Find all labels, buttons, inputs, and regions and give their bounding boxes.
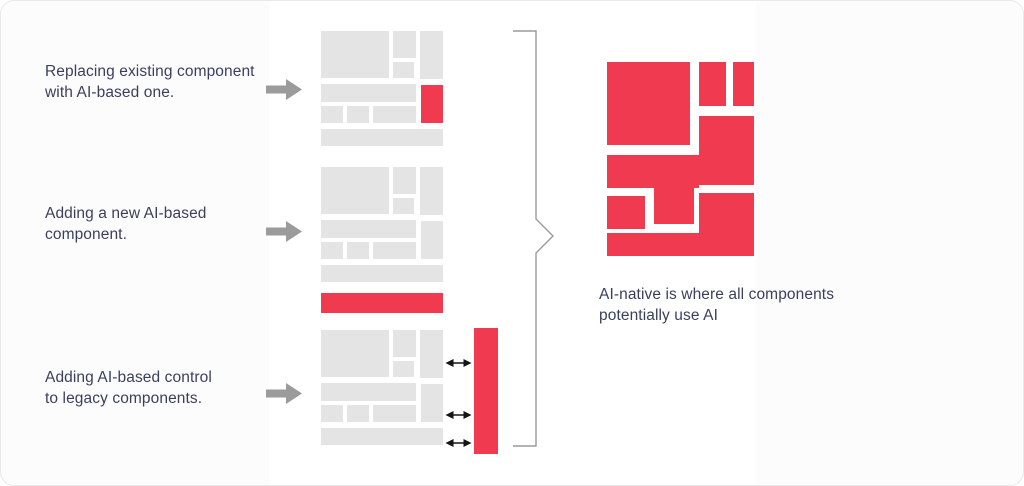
right-arrow-icon bbox=[266, 79, 302, 100]
brace-icon bbox=[513, 30, 554, 447]
wireframe-block bbox=[321, 242, 343, 259]
wireframe-block bbox=[393, 198, 414, 214]
mosaic-block bbox=[699, 116, 754, 185]
caption-line: potentially use AI bbox=[599, 307, 718, 324]
ai-replaced-block bbox=[421, 85, 443, 123]
annotation-line: Adding AI-based control bbox=[45, 369, 212, 386]
wireframe-hero-block bbox=[321, 167, 389, 214]
annotation-line: Replacing existing component bbox=[45, 63, 255, 80]
annotation-line: with AI-based one. bbox=[45, 83, 175, 101]
right-arrow-icon bbox=[266, 221, 302, 242]
mosaic-block bbox=[699, 62, 726, 106]
ai-new-component-bar bbox=[321, 293, 443, 313]
wireframe-block bbox=[393, 361, 414, 377]
wireframe-block bbox=[347, 242, 369, 259]
wireframe-block bbox=[420, 31, 443, 79]
annotation-adding-control: Adding AI-based control to legacy compon… bbox=[45, 368, 212, 409]
wireframe-block bbox=[393, 167, 416, 194]
double-arrow-icon bbox=[445, 411, 472, 419]
right-arrow-icon bbox=[266, 383, 302, 404]
wireframe-block bbox=[393, 31, 416, 58]
wireframe-new-component bbox=[321, 167, 501, 317]
mosaic-hero-block bbox=[607, 62, 690, 145]
double-arrow-icon bbox=[445, 359, 472, 367]
wireframe-block bbox=[420, 167, 443, 215]
annotation-adding-component: Adding a new AI-based component. bbox=[45, 204, 207, 245]
wireframe-hero-block bbox=[321, 31, 389, 78]
mosaic-block bbox=[654, 155, 694, 224]
wireframe-bar bbox=[321, 129, 443, 146]
mosaic-block bbox=[607, 233, 754, 256]
wireframe-block bbox=[420, 330, 443, 378]
wireframe-block bbox=[393, 62, 414, 78]
caption-line: AI-native is where all components bbox=[599, 286, 835, 303]
annotation-replacing-component: Replacing existing component with AI-bas… bbox=[45, 62, 255, 103]
ai-native-mosaic bbox=[607, 62, 754, 256]
mosaic-block bbox=[733, 62, 754, 106]
wireframe-legacy-with-control bbox=[321, 328, 501, 480]
wireframe-block bbox=[373, 405, 416, 422]
ai-control-bar bbox=[474, 328, 498, 454]
double-arrow-icon bbox=[445, 439, 472, 447]
annotation-line: component. bbox=[45, 225, 127, 243]
wireframe-block bbox=[321, 106, 343, 123]
wireframe-bar bbox=[321, 428, 443, 445]
wireframe-hero-block bbox=[321, 330, 389, 377]
wireframe-block bbox=[421, 384, 443, 422]
wireframe-block bbox=[421, 221, 443, 259]
wireframe-block bbox=[393, 330, 416, 357]
annotation-line: Adding a new AI-based bbox=[45, 205, 207, 222]
wireframe-bar bbox=[321, 84, 416, 102]
wireframe-block bbox=[347, 405, 369, 422]
annotation-line: to legacy components. bbox=[45, 389, 203, 407]
wireframe-block bbox=[321, 405, 343, 422]
wireframe-replaced-component bbox=[321, 31, 501, 181]
wireframe-block bbox=[373, 106, 416, 123]
wireframe-block bbox=[373, 242, 416, 259]
ai-native-caption: AI-native is where all components potent… bbox=[599, 284, 834, 326]
wireframe-bar bbox=[321, 265, 443, 282]
wireframe-bar bbox=[321, 383, 416, 401]
mosaic-block bbox=[607, 196, 645, 229]
wireframe-block bbox=[347, 106, 369, 123]
wireframe-bar bbox=[321, 220, 416, 238]
